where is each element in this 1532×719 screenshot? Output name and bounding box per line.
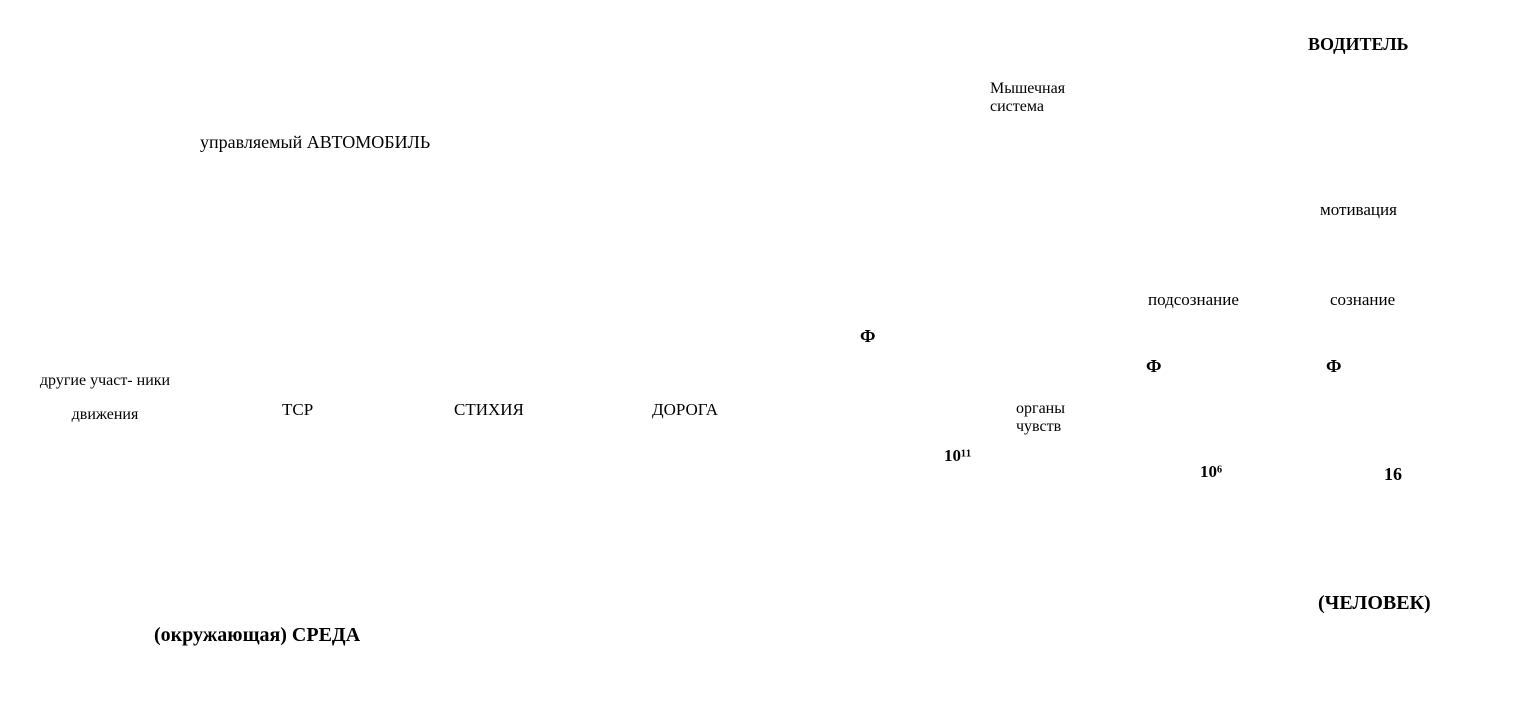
element-label: СТИХИЯ [454, 400, 524, 419]
rate-label-2: 10⁶ [1200, 462, 1223, 481]
phi-label-1: Ф [860, 326, 876, 346]
environment-title: (окружающая) СРЕДА [154, 624, 361, 646]
rate-label-3: 16 [1384, 464, 1402, 484]
human-title: (ЧЕЛОВЕК) [1318, 592, 1431, 614]
phi-label-2: Ф [1146, 356, 1162, 376]
consciousness-label: сознание [1330, 290, 1396, 309]
senses-label: органы чувств [1016, 400, 1065, 435]
road-label: ДОРОГА [652, 400, 719, 419]
phi-label-3: Ф [1326, 356, 1342, 376]
muscular-label: Мышечная система [990, 80, 1066, 115]
rate-label-1: 10¹¹ [944, 446, 972, 465]
driver-title: ВОДИТЕЛЬ [1308, 34, 1409, 54]
other-participants-label: другие участ- ники движения [39, 372, 171, 423]
motivation-label: мотивация [1320, 200, 1397, 219]
subconscious-label: подсознание [1148, 290, 1239, 309]
vehicle-label: управляемый АВТОМОБИЛЬ [200, 132, 431, 152]
tsr-label: ТСР [282, 400, 314, 419]
